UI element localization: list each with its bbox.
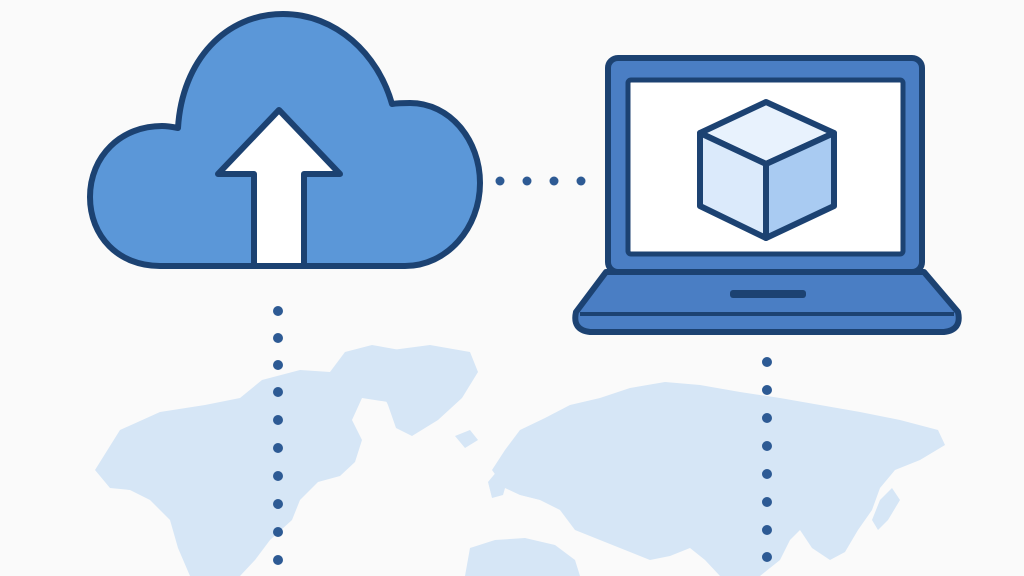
north-america-landmass (95, 345, 420, 576)
japan-landmass (872, 488, 900, 530)
greenland-landmass (372, 345, 478, 436)
eurasia-landmass (492, 382, 945, 576)
dotted-connector-horizontal (495, 176, 586, 186)
cloud-upload-icon (87, 11, 483, 269)
cube-icon (697, 99, 837, 241)
upload-arrow (215, 107, 343, 269)
cube-right-face (763, 130, 837, 241)
iceland-landmass (455, 430, 478, 448)
laptop-base (572, 269, 962, 335)
uk-landmass (488, 470, 508, 498)
world-map (95, 345, 945, 576)
africa-landmass (465, 538, 580, 576)
dotted-connector-cloud-down (273, 306, 283, 565)
laptop-trackpad (730, 290, 806, 298)
dotted-connector-laptop-down (762, 357, 772, 562)
